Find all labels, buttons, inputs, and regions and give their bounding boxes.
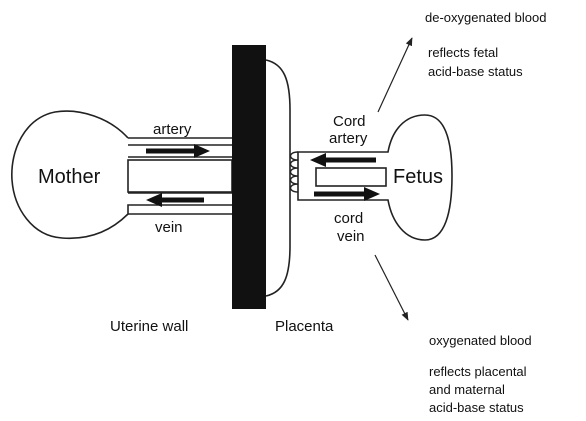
uterine-wall-label: Uterine wall [110, 318, 188, 335]
oxygenated-title: oxygenated blood [429, 333, 532, 348]
cord-artery-label-1: Cord [333, 113, 366, 130]
fetus-label: Fetus [393, 166, 443, 188]
cord-vein-label-1: cord [334, 210, 363, 227]
oxygenated-line-1: reflects placental [429, 364, 527, 379]
deoxygenated-line-2: acid-base status [428, 64, 523, 79]
oxygenated-line-3: acid-base status [429, 400, 524, 415]
uterine-wall [232, 45, 266, 309]
oxygenated-pointer [375, 255, 408, 320]
placenta-label: Placenta [275, 318, 334, 335]
cord-vein-label-2: vein [337, 228, 365, 245]
maternal-artery-arrow [146, 144, 210, 158]
deoxygenated-line-1: reflects fetal [428, 45, 498, 60]
mother-inner-channel [128, 160, 232, 192]
vein-label: vein [155, 219, 183, 236]
deoxygenated-pointer [378, 38, 412, 112]
deoxygenated-title: de-oxygenated blood [425, 10, 546, 25]
artery-label: artery [153, 121, 192, 138]
oxygenated-line-2: and maternal [429, 382, 505, 397]
placenta-outline [266, 60, 290, 296]
fetus-inner-channel [316, 168, 386, 186]
cord-artery-label-2: artery [329, 130, 368, 147]
mother-label: Mother [38, 166, 101, 188]
capillary-coil [291, 152, 299, 192]
